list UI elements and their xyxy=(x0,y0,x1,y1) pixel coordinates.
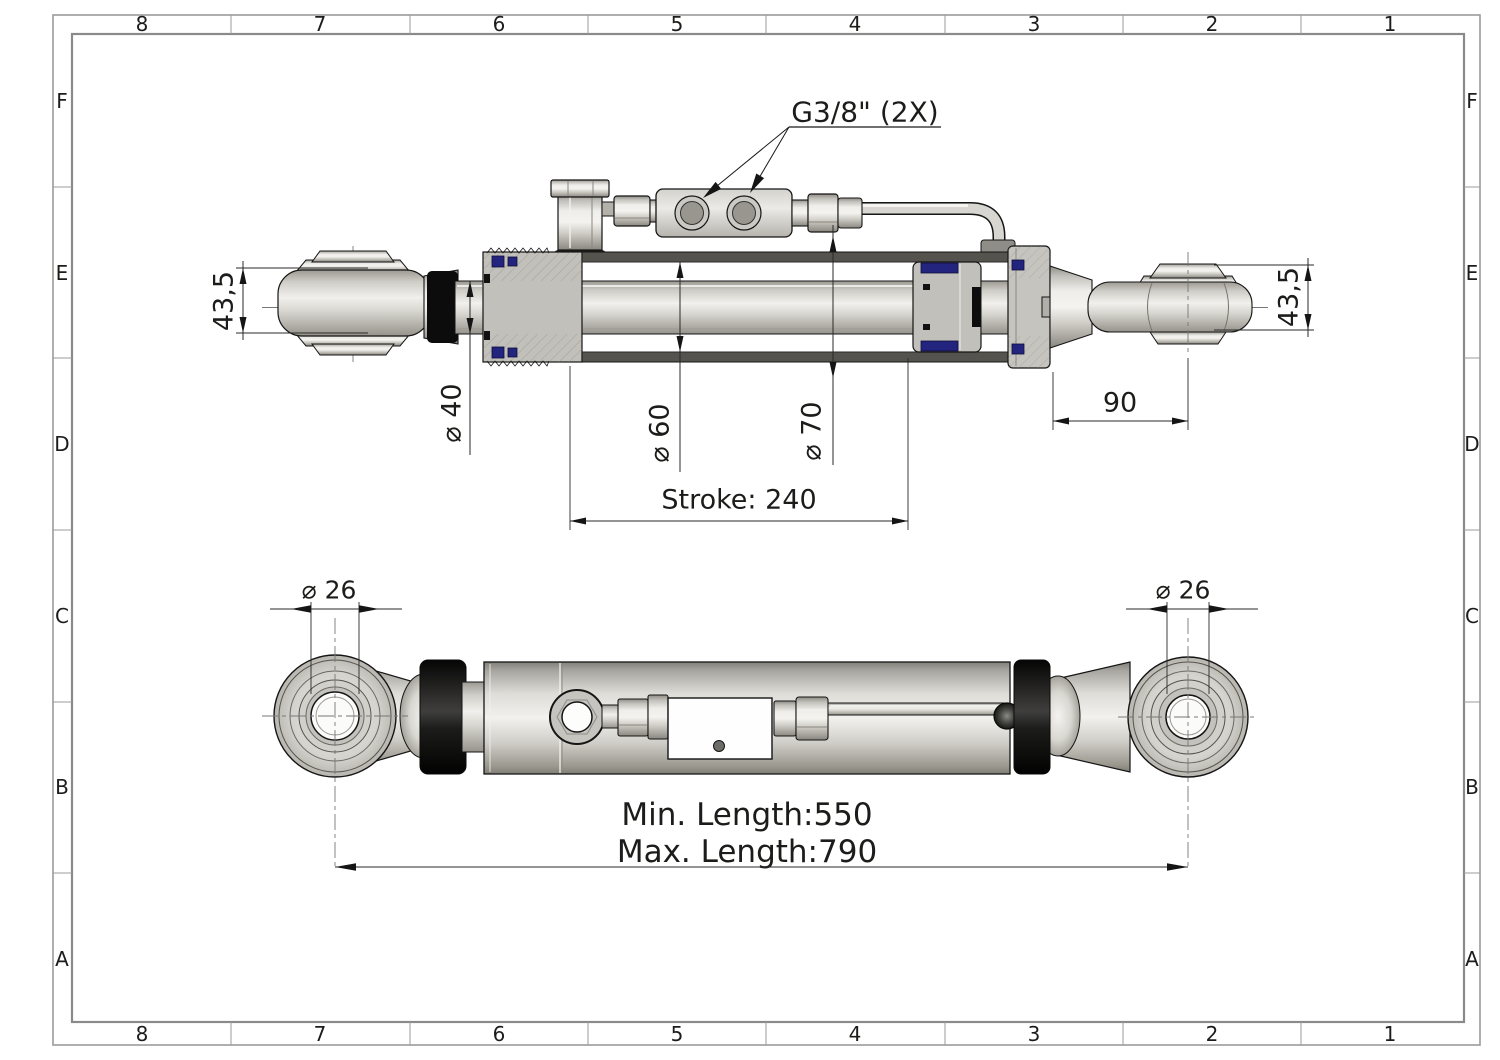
zone-label: E xyxy=(1466,261,1479,285)
dim-text: 43,5 xyxy=(209,271,240,331)
dim-text: ⌀ 70 xyxy=(797,401,828,460)
zone-label: B xyxy=(55,775,69,799)
plate-hole xyxy=(713,740,725,752)
cylinder-section xyxy=(454,245,1053,369)
compression-fitting-right xyxy=(791,193,863,233)
zone-label: 7 xyxy=(314,1022,327,1046)
zone-label: 7 xyxy=(314,12,327,36)
zone-label: A xyxy=(1465,947,1479,971)
zone-label: C xyxy=(55,604,69,628)
zone-label: 5 xyxy=(671,1022,684,1046)
lock-collar xyxy=(427,271,458,343)
rod-end-ball-left xyxy=(277,246,459,362)
port-callout: G3/8" (2X) xyxy=(703,96,941,198)
dim-left-eye-bore: ⌀ 26 xyxy=(270,576,402,694)
piston-seal xyxy=(920,262,959,274)
zone-row-labels-left: F E D C B A xyxy=(54,89,69,971)
seal xyxy=(491,255,505,268)
dim-eye-offset: 90 xyxy=(1052,358,1189,430)
top-view-section: G3/8" (2X) xyxy=(209,96,1314,530)
zone-label: D xyxy=(1464,432,1479,456)
fitting-hex xyxy=(617,698,649,737)
zone-label: A xyxy=(55,947,69,971)
dim-text: ⌀ 40 xyxy=(437,383,468,442)
dim-text: ⌀ 60 xyxy=(645,403,676,462)
zone-label: 6 xyxy=(493,1022,506,1046)
neck xyxy=(1049,265,1093,349)
outer-border xyxy=(52,14,1481,1046)
zone-label: 2 xyxy=(1206,1022,1219,1046)
rubber-boot xyxy=(419,659,467,775)
fitting-hex xyxy=(795,696,829,741)
zone-label: 1 xyxy=(1384,12,1397,36)
zone-label: 6 xyxy=(493,12,506,36)
valve-block xyxy=(655,188,793,238)
zone-label: 4 xyxy=(849,12,862,36)
dim-barrel-diameter: ⌀ 70 xyxy=(797,225,837,465)
zone-ticks xyxy=(53,15,1480,1045)
dim-text: ⌀ 26 xyxy=(302,576,357,605)
dim-left-width: 43,5 xyxy=(209,261,368,340)
zone-label: B xyxy=(1465,775,1479,799)
piston-seal xyxy=(920,340,959,352)
zone-label: 3 xyxy=(1028,12,1041,36)
zone-column-labels-top: 8 7 6 5 4 3 2 1 xyxy=(136,12,1397,36)
zone-label: 3 xyxy=(1028,1022,1041,1046)
hydraulic-pipe xyxy=(858,202,1016,257)
eye-end-right xyxy=(1013,656,1249,778)
zone-label: 4 xyxy=(849,1022,862,1046)
elbow-fitting xyxy=(550,179,617,261)
port-label: G3/8" (2X) xyxy=(791,96,938,129)
dim-text: 90 xyxy=(1103,388,1137,419)
seal xyxy=(1011,343,1025,355)
dim-min-max-length: Min. Length:550 Max. Length:790 xyxy=(335,797,1188,871)
threads-top xyxy=(486,247,550,254)
seal xyxy=(507,256,518,267)
seal xyxy=(507,347,518,358)
zone-label: D xyxy=(54,432,69,456)
zone-label: 8 xyxy=(136,12,149,36)
zone-row-labels-right: F E D C B A xyxy=(1464,89,1479,971)
bottom-view-external: ⌀ 26 ⌀ 26 Min. Length:550 Max. Length:79… xyxy=(262,576,1258,871)
pipe xyxy=(827,702,1007,716)
arm xyxy=(1087,281,1253,333)
zone-label: F xyxy=(56,89,68,113)
zone-label: 1 xyxy=(1384,1022,1397,1046)
end-cap xyxy=(1007,245,1053,369)
zone-column-labels-bottom: 8 7 6 5 4 3 2 1 xyxy=(136,1022,1397,1046)
dim-text-min: Min. Length:550 xyxy=(621,797,872,833)
cylinder-body xyxy=(483,661,1021,775)
dim-text: Stroke: 240 xyxy=(661,485,816,516)
piston xyxy=(912,261,982,353)
dim-stroke: Stroke: 240 xyxy=(569,358,909,530)
dim-text-max: Max. Length:790 xyxy=(617,834,877,870)
dim-text: ⌀ 26 xyxy=(1156,576,1211,605)
barrel-wall-bottom xyxy=(581,351,1009,363)
seal xyxy=(1011,259,1025,271)
elbow-hex-nut xyxy=(550,179,610,198)
dim-rod-diameter: ⌀ 40 xyxy=(437,281,474,455)
sheet-frame: 8 7 6 5 4 3 2 1 8 7 6 5 4 3 2 1 F E D C … xyxy=(52,12,1481,1046)
zone-label: 8 xyxy=(136,1022,149,1046)
wiper-seal xyxy=(484,331,490,340)
barrel-wall-top xyxy=(581,251,1009,263)
zone-label: E xyxy=(56,261,69,285)
seal xyxy=(491,346,505,359)
zone-label: F xyxy=(1466,89,1478,113)
dim-right-width: 43,5 xyxy=(1214,258,1314,337)
rubber-boot xyxy=(1013,659,1051,775)
dim-bore-diameter: ⌀ 60 xyxy=(645,262,684,472)
zone-label: C xyxy=(1465,604,1479,628)
piston-spacer xyxy=(972,287,983,327)
threads-bottom xyxy=(486,360,550,367)
zone-label: 5 xyxy=(671,12,684,36)
dim-text: 43,5 xyxy=(1274,267,1305,327)
wiper-seal xyxy=(484,274,490,283)
inner-border xyxy=(70,32,1466,1024)
rod-end-ball-right xyxy=(1049,252,1253,355)
dim-right-eye-bore: ⌀ 26 xyxy=(1126,576,1258,694)
zone-label: 2 xyxy=(1206,12,1219,36)
gland-head xyxy=(482,247,583,367)
